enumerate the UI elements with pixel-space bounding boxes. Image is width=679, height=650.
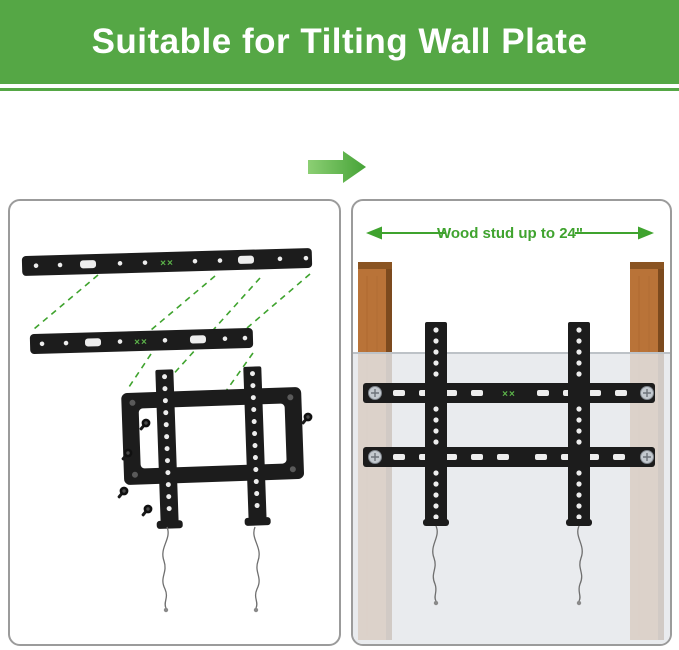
vesa-bracket-left-installed: [423, 322, 449, 526]
stud-span-dimension: Wood stud up to 24": [366, 225, 654, 242]
vesa-bracket-left: [155, 369, 183, 529]
wall-rail-bottom: ××: [29, 327, 254, 354]
wall-rail-bottom-installed: [363, 447, 655, 467]
wall-rail-top-installed: ××: [363, 383, 655, 403]
page-title: Suitable for Tilting Wall Plate: [91, 22, 588, 61]
brand-mark: ××: [160, 258, 174, 269]
wall-rail-top: ××: [21, 248, 313, 276]
brand-mark: ××: [502, 389, 516, 400]
header-banner: Suitable for Tilting Wall Plate: [0, 0, 679, 84]
release-pull-cords: [162, 526, 260, 613]
banner-underline: [0, 88, 679, 91]
tv-plate-assembly: [121, 366, 304, 529]
brand-mark: ××: [134, 337, 148, 348]
right-arrow-icon: [308, 149, 368, 185]
vesa-bracket-right-installed: [566, 322, 592, 526]
exploded-mount-diagram: ×× ××: [21, 248, 313, 613]
release-pull-cords-installed: [432, 525, 583, 606]
vesa-bracket-right: [243, 366, 271, 526]
assembly-guide-lines: [33, 273, 311, 440]
stud-span-label: Wood stud up to 24": [437, 225, 583, 242]
installed-view-panel: Wood stud up to 24" ××: [351, 199, 672, 646]
exploded-view-panel: ×× ××: [8, 199, 341, 646]
installed-mount-diagram: Wood stud up to 24" ××: [353, 225, 670, 644]
right-arrow-shape: [308, 151, 366, 183]
